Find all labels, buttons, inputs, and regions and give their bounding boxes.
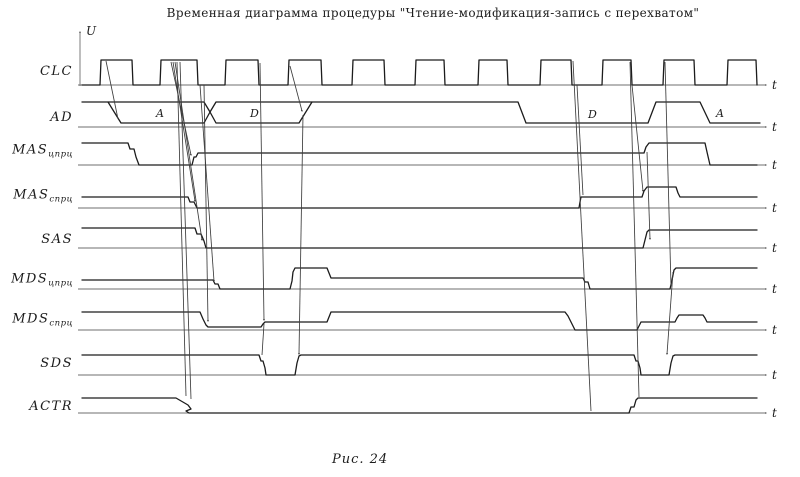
voltage-axis-label: U — [86, 24, 97, 38]
time-axis-t-label-mds-cprc: t — [772, 282, 777, 296]
signal-label-mas-sprc: MASспрц — [13, 187, 73, 205]
actr-waveform — [81, 397, 758, 414]
cause-link-line-15 — [631, 84, 643, 191]
cause-link-line-2 — [172, 61, 195, 201]
cause-link-line-6 — [199, 84, 214, 281]
signal-label-actr: ACTR — [29, 398, 73, 414]
cause-link-line-3 — [174, 61, 202, 240]
cause-link-line-10 — [289, 65, 302, 111]
signal-label-mds-sprc: MDSспрц — [12, 311, 73, 329]
clc-waveform — [81, 59, 758, 86]
signal-label-sds: SDS — [40, 355, 73, 371]
cause-link-line-8 — [259, 62, 264, 320]
cause-link-line-12 — [572, 60, 592, 412]
ad-waveform — [81, 101, 761, 124]
signal-label-mds-cprc: MDSцпрц — [11, 271, 73, 289]
cause-link-line-18 — [667, 271, 674, 354]
cause-link-line-13 — [576, 84, 584, 196]
ad-waveform-bus-edge — [107, 101, 313, 124]
figure-caption: Рис. 24 — [332, 452, 389, 467]
time-axis-t-label-clc: t — [772, 78, 777, 92]
signal-label-subscript-mds-cprc: цпрц — [48, 278, 73, 289]
ad-bus-value-1: D — [249, 107, 259, 120]
signal-label-sas: SAS — [41, 231, 73, 247]
time-axis-t-label-mas-sprc: t — [772, 201, 777, 215]
time-axis-t-label-sds: t — [772, 368, 777, 382]
time-axis-t-label-mds-sprc: t — [772, 323, 777, 337]
cause-link-line-11 — [299, 114, 304, 354]
sas-waveform — [81, 227, 758, 249]
signal-label-ad: AD — [50, 109, 73, 125]
sds-waveform — [81, 354, 758, 376]
cause-link-line-17 — [664, 61, 672, 287]
cause-link-line-7 — [203, 84, 208, 321]
signal-label-mas-cprc: MASцпрц — [12, 142, 73, 160]
ad-bus-value-0: A — [155, 107, 164, 120]
mds-sprc-waveform — [81, 311, 758, 331]
signal-label-subscript-mas-cprc: цпрц — [48, 149, 73, 160]
cause-link-line-9 — [261, 323, 265, 356]
mas-cprc-waveform — [81, 142, 758, 166]
ad-bus-value-3: A — [715, 107, 724, 120]
ad-bus-value-2: D — [587, 108, 597, 121]
signal-label-clc: CLC — [39, 63, 73, 79]
cause-link-line-1 — [170, 61, 191, 155]
diagram-title: Временная диаграмма процедуры "Чтение-мо… — [166, 6, 700, 20]
cause-link-line-0 — [105, 60, 119, 120]
signal-label-subscript-mas-sprc: спрц — [49, 194, 73, 205]
signal-label-subscript-mds-sprc: спрц — [49, 318, 73, 329]
mas-sprc-waveform — [81, 186, 758, 209]
cause-link-line-14 — [629, 61, 640, 398]
cause-link-line-5 — [179, 61, 192, 400]
time-axis-t-label-mas-cprc: t — [772, 158, 777, 172]
time-axis-t-label-sas: t — [772, 241, 777, 255]
cause-link-line-16 — [647, 151, 650, 239]
time-axis-t-label-actr: t — [772, 406, 777, 420]
cause-link-line-4 — [176, 61, 187, 397]
time-axis-t-label-ad: t — [772, 120, 777, 134]
